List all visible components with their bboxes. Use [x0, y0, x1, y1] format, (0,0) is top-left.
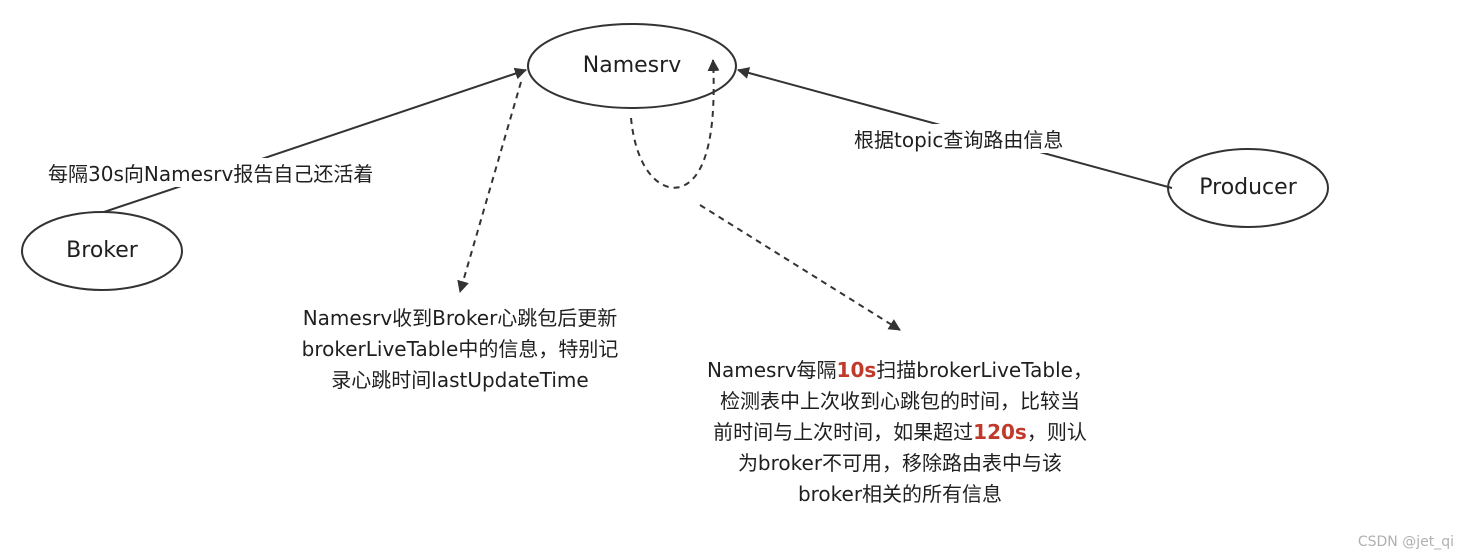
- producer-label: Producer: [1199, 175, 1297, 200]
- broker-to-namesrv-label: 每隔30s向Namesrv报告自己还活着: [46, 158, 376, 187]
- broker-label: Broker: [66, 238, 138, 263]
- timeout-highlight: 120s: [973, 420, 1027, 444]
- scan-note-line-1-prefix: Namesrv每隔: [707, 358, 837, 382]
- heartbeat-note-line-3: 录心跳时间lastUpdateTime: [331, 368, 589, 392]
- namesrv-node: [527, 23, 737, 109]
- scan-interval-highlight: 10s: [836, 358, 877, 382]
- broker-node: [21, 211, 183, 291]
- namesrv-to-heartbeat-note-edge: [457, 81, 522, 293]
- namesrv-to-scan-note-edge: [699, 204, 901, 331]
- producer-to-namesrv-label: 根据topic查询路由信息: [852, 124, 1066, 153]
- heartbeat-note-line-2: brokerLiveTable中的信息，特别记: [301, 337, 619, 361]
- heartbeat-note: Namesrv收到Broker心跳包后更新 brokerLiveTable中的信…: [262, 303, 658, 396]
- producer-node: [1167, 148, 1329, 228]
- scan-note-line-4: 为broker不可用，移除路由表中与该: [737, 451, 1063, 475]
- scan-note-line-5: broker相关的所有信息: [797, 482, 1003, 506]
- scan-note-line-3-prefix: 前时间与上次时间，如果超过: [713, 420, 974, 444]
- scan-note-line-1: Namesrv每隔10s扫描brokerLiveTable，: [668, 355, 1132, 386]
- watermark: CSDN @jet_qi: [1357, 534, 1454, 550]
- scan-note-line-3: 前时间与上次时间，如果超过120s，则认: [668, 417, 1132, 448]
- scan-note-line-1-suffix: 扫描brokerLiveTable，: [876, 358, 1093, 382]
- heartbeat-note-line-1: Namesrv收到Broker心跳包后更新: [302, 306, 618, 330]
- namesrv-label: Namesrv: [582, 53, 682, 78]
- broker-to-namesrv-edge: [103, 67, 527, 213]
- scan-note-line-3-suffix: ，则认: [1026, 420, 1087, 444]
- scan-note: Namesrv每隔10s扫描brokerLiveTable， 检测表中上次收到心…: [668, 355, 1132, 510]
- scan-note-line-2: 检测表中上次收到心跳包的时间，比较当: [720, 389, 1080, 413]
